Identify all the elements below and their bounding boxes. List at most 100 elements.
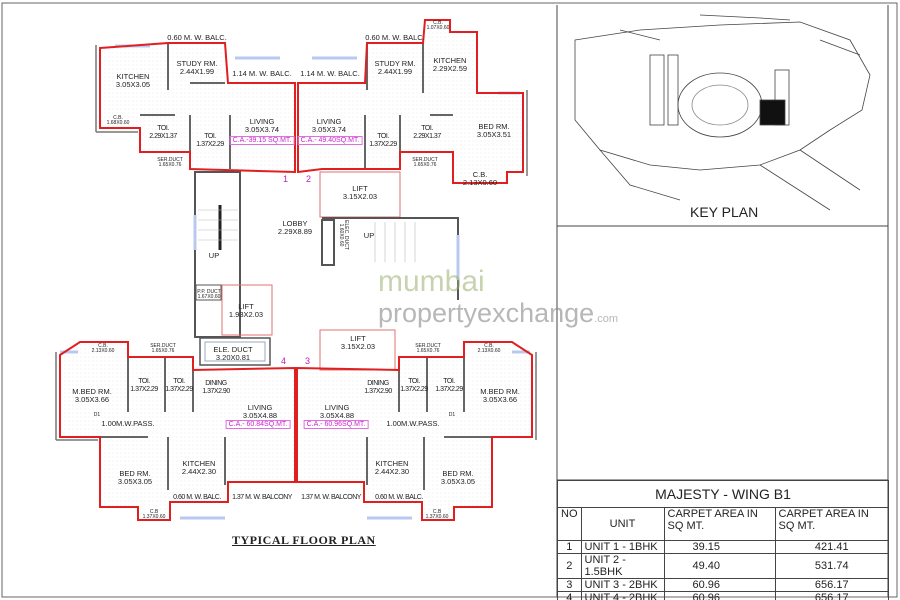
- room-label: 1.00M.W.PASS.: [101, 419, 155, 428]
- room-label: TOI.1.37X2.29: [196, 133, 224, 148]
- room-label: BED RM.3.05X3.05: [440, 469, 476, 486]
- room-label: C.B.1.68X0.60: [106, 115, 130, 126]
- cell-unit: UNIT 3 - 2BHK: [580, 578, 665, 592]
- carpet-area-tag: C.A.- 60.84SQ.MT.: [225, 420, 291, 429]
- carpet-area-tag: C.A.-39.15 SQ.MT.: [229, 136, 295, 145]
- table-header: CARPET AREA IN SQ MT.: [663, 507, 776, 541]
- key-plan-label: KEY PLAN: [690, 204, 759, 220]
- cell-area: 656.17: [774, 591, 889, 600]
- table-header: NO: [557, 507, 582, 541]
- unit-number: 3: [305, 356, 311, 366]
- internal-walls: [100, 43, 492, 490]
- cell-no: 1: [557, 540, 582, 554]
- cell-area-sqmt: 49.40: [663, 553, 776, 579]
- room-label: TOI.1.37X2.29: [435, 378, 463, 393]
- cell-unit: UNIT 1 - 1BHK: [580, 540, 665, 554]
- plan-title: TYPICAL FLOOR PLAN: [232, 533, 376, 547]
- room-label: C.B.2.13X0.60: [477, 343, 501, 354]
- room-label: TOI.1.37X2.29: [369, 133, 397, 148]
- room-label: STUDY RM.2.44X1.99: [176, 59, 218, 76]
- cell-area-sqmt: 60.96: [663, 591, 776, 600]
- room-label: 1.37 M. W. BALCONY: [301, 494, 361, 501]
- room-label: 0.60 M. W. BALC.: [167, 33, 227, 42]
- carpet-area-tag: C.A.- 49.40SQ.MT.: [297, 136, 363, 145]
- table-header: CARPET AREA IN SQ MT.: [774, 507, 889, 541]
- cell-area: 656.17: [774, 578, 889, 592]
- room-label: TOI.1.37X2.29: [130, 378, 158, 393]
- unit-number: 2: [306, 174, 312, 184]
- table-header: UNIT: [580, 507, 665, 541]
- core-walls: [194, 171, 459, 371]
- room-label: C.B.2.13X0.60: [91, 343, 115, 354]
- room-label: UP: [208, 251, 220, 260]
- cell-area-sqmt: 60.96: [663, 578, 776, 592]
- cell-no: 2: [557, 553, 582, 579]
- cell-area-sqmt: 39.15: [663, 540, 776, 554]
- room-label: C.B.2.13X0.60: [462, 170, 498, 187]
- room-label: TOI.2.29X1.37: [413, 125, 441, 140]
- cell-no: 3: [557, 578, 582, 592]
- unit-number: 4: [281, 356, 287, 366]
- unit-outlines: [59, 19, 533, 521]
- unit-area-table: MAJESTY - WING B1 NO UNIT CARPET AREA IN…: [557, 480, 889, 600]
- room-label: TOI.1.37X2.29: [400, 378, 428, 393]
- room-label: BED RM.3.05X3.05: [117, 469, 153, 486]
- room-label: 1.37 M. W. BALCONY: [232, 494, 292, 501]
- watermark-logo: mumbai: [378, 265, 485, 298]
- door-tag: D1: [448, 412, 456, 418]
- cell-unit: UNIT 2 - 1.5BHK: [580, 553, 665, 579]
- cell-no: 4: [557, 591, 582, 600]
- room-label: 0.60 M. W. BALC.: [375, 494, 423, 501]
- room-label: STUDY RM.2.44X1.99: [374, 59, 416, 76]
- door-tag: D1: [93, 412, 101, 418]
- room-label: 0.60 M. W. BALC.: [173, 494, 221, 501]
- room-label: 0.60 M. W. BALC.: [365, 33, 425, 42]
- carpet-area-tag: C.A.- 60.96SQ.MT.: [303, 420, 369, 429]
- unit-number: 1: [283, 174, 289, 184]
- cell-unit: UNIT 4 - 2BHK: [580, 591, 665, 600]
- room-label: M.BED RM.3.05X3.66: [480, 387, 520, 404]
- room-label: 1.14 M. W. BALC.: [300, 69, 360, 78]
- room-label: BED RM.3.05X3.51: [476, 122, 512, 139]
- room-label: TOI.2.29X1.37: [149, 125, 177, 140]
- room-label: UP: [363, 231, 375, 240]
- room-label: TOI.1.37X2.29: [165, 378, 193, 393]
- room-label: C.B.1.07X0.60: [426, 20, 450, 31]
- room-label: M.BED RM.3.05X3.66: [72, 387, 112, 404]
- watermark-logo: propertyexchange.com: [378, 298, 618, 328]
- table-title: MAJESTY - WING B1: [557, 480, 889, 508]
- cell-area: 421.41: [774, 540, 889, 554]
- cell-area: 531.74: [774, 553, 889, 579]
- key-plan-map: [574, 14, 871, 211]
- room-label: 1.00M.W.PASS.: [386, 419, 440, 428]
- room-label: 1.14 M. W. BALC.: [232, 69, 292, 78]
